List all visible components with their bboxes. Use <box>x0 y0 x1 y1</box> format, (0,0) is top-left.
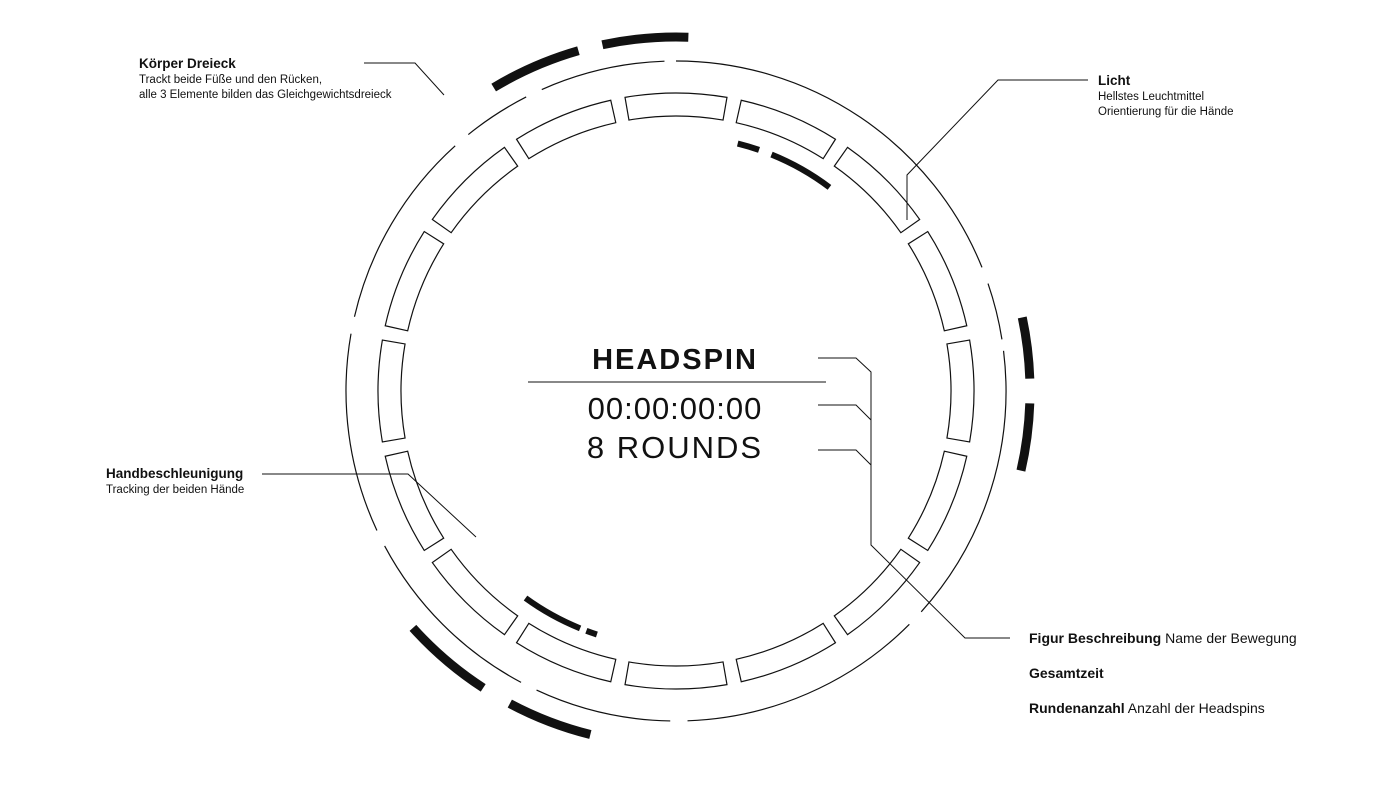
segment-box-2 <box>833 146 921 234</box>
thick-arc-marker-6 <box>770 151 832 190</box>
leader-lines <box>262 62 1088 639</box>
segment-box-12 <box>377 339 406 443</box>
outer-ring-arc-9 <box>541 60 665 91</box>
outer-ring-arc-8 <box>467 96 527 136</box>
segment-box-5 <box>907 450 968 552</box>
outer-ring-arc-4 <box>536 689 671 722</box>
legend-round-count-term: Rundenanzahl <box>1029 700 1125 716</box>
segment-box-13 <box>384 230 445 332</box>
outer-ring-arc-5 <box>384 545 522 683</box>
legend-round-count-desc: Anzahl der Headspins <box>1127 700 1265 716</box>
leader-figure-description <box>818 357 1010 639</box>
thick-arc-marker-4 <box>507 699 592 739</box>
thick-arc-marker-8 <box>523 595 582 632</box>
leader-hand-acceleration <box>262 473 477 538</box>
leader-round-count <box>818 449 872 466</box>
segment-box-6 <box>833 548 921 636</box>
hud-round-count: 8 ROUNDS <box>586 430 764 465</box>
outer-ring-arc-6 <box>345 333 378 531</box>
annotation-body-triangle: Körper Dreieck Trackt beide Füße und den… <box>139 55 392 103</box>
annotation-light: Licht Hellstes Leuchtmittel Orientierung… <box>1098 72 1234 120</box>
segment-box-1 <box>735 99 837 160</box>
segment-box-0 <box>624 92 728 121</box>
annotation-light-title: Licht <box>1098 73 1131 88</box>
thick-arc-marker-1 <box>601 32 689 50</box>
outer-ring-arc-1 <box>987 283 1003 340</box>
thick-arc-marker-5 <box>409 624 486 692</box>
segment-ring <box>377 92 975 690</box>
thick-arc-marker-7 <box>736 140 760 153</box>
segment-box-8 <box>624 661 728 690</box>
hud-figure-title: HEADSPIN <box>592 344 758 376</box>
annotation-hand-acceleration-title: Handbeschleunigung <box>106 466 244 481</box>
legend-round-count: Rundenanzahl Anzahl der Headspins <box>1029 699 1265 717</box>
leader-body-triangle <box>364 62 445 96</box>
legend-total-time: Gesamtzeit <box>1029 664 1104 682</box>
segment-box-15 <box>515 99 617 160</box>
annotation-body-triangle-line-1: Trackt beide Füße und den Rücken, <box>139 74 323 86</box>
outer-ring <box>345 60 1007 722</box>
thick-arc-marker-2 <box>1017 316 1035 379</box>
segment-box-14 <box>431 146 519 234</box>
outer-ring-arc-3 <box>687 623 910 722</box>
annotation-hand-acceleration-line-1: Tracking der beiden Hände <box>106 484 245 496</box>
annotation-light-line-2: Orientierung für die Hände <box>1098 106 1234 118</box>
segment-box-4 <box>946 339 975 443</box>
hud-total-time: 00:00:00:00 <box>587 391 763 426</box>
outer-ring-arc-2 <box>920 350 1007 613</box>
segment-box-7 <box>735 622 837 683</box>
annotation-body-triangle-line-2: alle 3 Elemente bilden das Gleichgewicht… <box>139 89 392 101</box>
legend-figure-description-desc: Name der Bewegung <box>1165 630 1297 646</box>
thick-arc-marker-3 <box>1016 403 1035 472</box>
annotation-body-triangle-title: Körper Dreieck <box>139 56 236 71</box>
thick-arc-marker-9 <box>585 627 598 638</box>
segment-box-10 <box>431 548 519 636</box>
outer-ring-arc-0 <box>675 60 983 268</box>
legend-figure-description: Figur Beschreibung Name der Bewegung <box>1029 629 1297 647</box>
segment-box-3 <box>907 230 968 332</box>
annotation-light-line-1: Hellstes Leuchtmittel <box>1098 91 1205 103</box>
thick-arc-marker-0 <box>491 46 580 92</box>
outer-ring-arc-7 <box>353 145 456 317</box>
leader-light <box>906 79 1088 220</box>
segment-box-11 <box>384 450 445 552</box>
segment-box-9 <box>515 622 617 683</box>
leader-total-time <box>818 404 872 421</box>
legend-figure-description-term: Figur Beschreibung <box>1029 630 1162 646</box>
thick-arc-markers <box>409 32 1035 739</box>
annotation-hand-acceleration: Handbeschleunigung Tracking der beiden H… <box>106 465 244 498</box>
legend-total-time-term: Gesamtzeit <box>1029 665 1104 681</box>
